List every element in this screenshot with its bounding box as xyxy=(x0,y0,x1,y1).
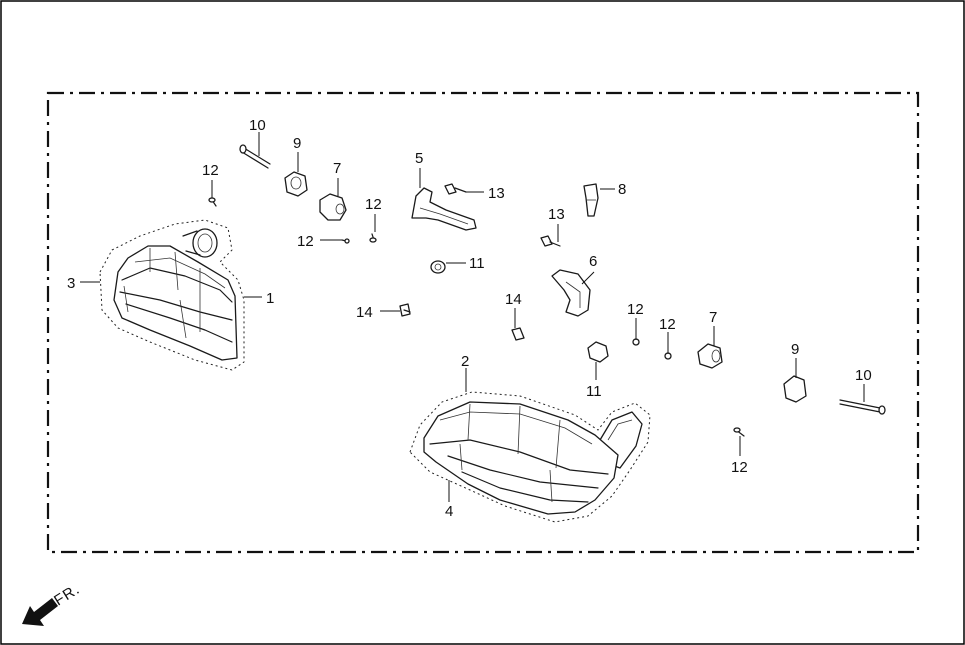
screw-12-a xyxy=(208,197,217,207)
bracket-5 xyxy=(411,187,477,231)
callout-8: 8 xyxy=(618,181,626,198)
callout-6: 6 xyxy=(589,253,597,270)
right-handguard-shell xyxy=(423,401,619,515)
callout-13-right: 13 xyxy=(548,206,565,223)
screw-12-f xyxy=(733,427,745,437)
callout-7-upper: 7 xyxy=(333,160,341,177)
nut-9-right xyxy=(783,375,807,403)
callout-9-right: 9 xyxy=(791,341,799,358)
callout-4: 4 xyxy=(445,503,453,520)
left-handguard-mount-ring xyxy=(182,228,218,258)
callout-11-right: 11 xyxy=(586,383,602,400)
callout-12-c: 12 xyxy=(365,196,382,213)
left-handguard-group-outline xyxy=(99,219,245,371)
grommet-11-right xyxy=(587,341,609,363)
callout-13-left: 13 xyxy=(488,185,505,202)
left-handguard-assembly xyxy=(99,219,245,371)
front-direction-indicator: FR. xyxy=(22,581,83,626)
front-arrow-icon xyxy=(22,598,58,626)
collar-7-right xyxy=(697,343,723,369)
bolt-13-right xyxy=(540,235,561,247)
callout-2: 2 xyxy=(461,353,469,370)
screw-12-c xyxy=(369,233,377,243)
bracket-6 xyxy=(551,269,591,317)
callout-labels: 1 2 3 4 5 6 7 7 8 9 9 10 10 11 11 12 12 … xyxy=(67,117,872,520)
callout-9-upper: 9 xyxy=(293,135,301,152)
leader-lines xyxy=(80,132,865,502)
bolt-10-upper xyxy=(239,144,271,169)
callout-14-right: 14 xyxy=(505,291,522,308)
callout-7-right: 7 xyxy=(709,309,717,326)
callout-5: 5 xyxy=(415,150,423,167)
assembly-frame xyxy=(46,91,920,554)
pin-8 xyxy=(583,183,599,217)
callout-14-left: 14 xyxy=(356,304,373,321)
callout-3: 3 xyxy=(67,275,75,292)
callout-12-e: 12 xyxy=(659,316,676,333)
fastener-14-right xyxy=(511,327,525,341)
bolt-10-right xyxy=(839,399,886,415)
callout-10-upper: 10 xyxy=(249,117,266,134)
callout-12-d: 12 xyxy=(627,301,644,318)
collar-7-upper xyxy=(319,193,347,221)
nut-9-upper xyxy=(284,171,308,197)
callout-10-right: 10 xyxy=(855,367,872,384)
bolt-13-left xyxy=(444,183,467,195)
right-handguard-assembly xyxy=(409,391,651,523)
callout-1: 1 xyxy=(266,290,274,307)
callout-12-f: 12 xyxy=(731,459,748,476)
fastener-14-left xyxy=(399,303,411,317)
callout-12-a: 12 xyxy=(202,162,219,179)
screw-12-b xyxy=(341,238,350,244)
grommet-11-left xyxy=(430,260,446,274)
callout-11-left: 11 xyxy=(469,255,485,272)
callout-12-b: 12 xyxy=(297,233,314,250)
